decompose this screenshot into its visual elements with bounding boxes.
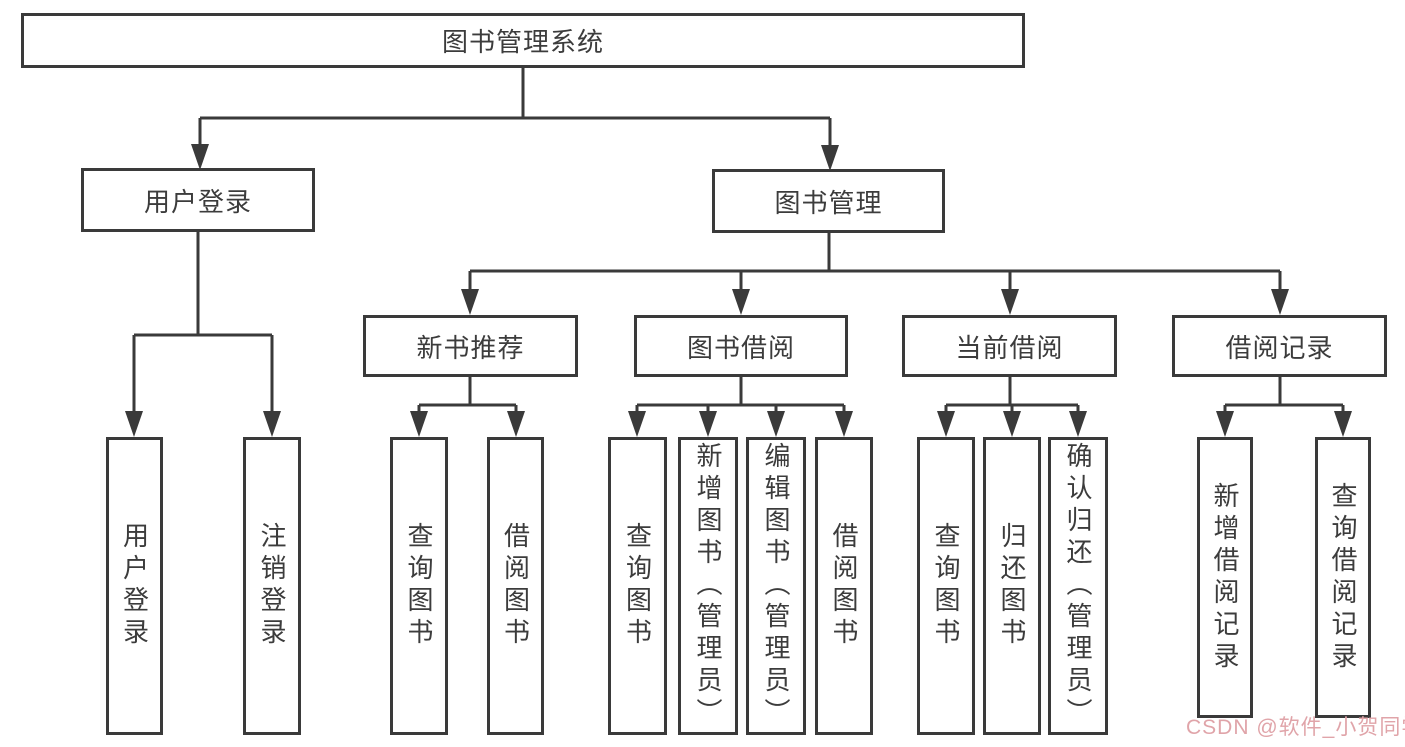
node-label: 编辑图书（管理员） xyxy=(761,442,791,730)
node-label: 借阅记录 xyxy=(1225,332,1334,363)
node-label: 新增图书（管理员） xyxy=(693,442,723,730)
node-book-borrowing: 图书借阅 xyxy=(634,315,848,377)
node-label: 图书管理系统 xyxy=(441,27,604,57)
node-library-management-system: 图书管理系统 xyxy=(21,13,1025,68)
node-label: 图书借阅 xyxy=(686,332,795,363)
node-label: 新增借阅记录 xyxy=(1210,481,1240,674)
node-label: 当前借阅 xyxy=(955,332,1064,363)
node-new-book-recommendation: 新书推荐 xyxy=(363,315,578,377)
leaf-borrow-books-recommend: 借阅图书 xyxy=(487,437,544,735)
node-label: 用户登录 xyxy=(143,186,252,217)
node-label: 确认归还（管理员） xyxy=(1063,442,1093,730)
leaf-add-borrow-record: 新增借阅记录 xyxy=(1197,437,1253,718)
node-label: 归还图书 xyxy=(997,522,1027,650)
node-user-login: 用户登录 xyxy=(81,168,315,232)
leaf-query-borrow-record: 查询借阅记录 xyxy=(1315,437,1371,718)
leaf-return-books: 归还图书 xyxy=(983,437,1041,735)
node-label: 图书管理 xyxy=(774,187,883,218)
node-current-borrowing: 当前借阅 xyxy=(902,315,1117,377)
leaf-user-login: 用户登录 xyxy=(106,437,163,735)
node-label: 查询图书 xyxy=(622,522,653,650)
node-label: 新书推荐 xyxy=(416,332,525,363)
leaf-edit-book-admin: 编辑图书（管理员） xyxy=(746,437,806,735)
node-book-management: 图书管理 xyxy=(712,169,945,233)
node-label: 注销登录 xyxy=(257,522,287,650)
leaf-confirm-return-admin: 确认归还（管理员） xyxy=(1048,437,1108,735)
node-label: 用户登录 xyxy=(119,522,150,650)
leaf-query-books-current: 查询图书 xyxy=(917,437,975,735)
csdn-watermark: CSDN @软件_小贺同学 xyxy=(1186,716,1405,739)
node-label: 查询借阅记录 xyxy=(1328,481,1358,674)
node-label: 借阅图书 xyxy=(829,522,859,650)
leaf-query-books-borrow: 查询图书 xyxy=(608,437,667,735)
node-label: 借阅图书 xyxy=(500,522,531,650)
node-label: 查询图书 xyxy=(931,522,961,650)
leaf-query-books-recommend: 查询图书 xyxy=(390,437,448,735)
leaf-borrow-books: 借阅图书 xyxy=(815,437,873,735)
leaf-add-book-admin: 新增图书（管理员） xyxy=(678,437,738,735)
node-borrowing-records: 借阅记录 xyxy=(1172,315,1387,377)
node-label: 查询图书 xyxy=(404,522,434,650)
leaf-logout: 注销登录 xyxy=(243,437,301,735)
